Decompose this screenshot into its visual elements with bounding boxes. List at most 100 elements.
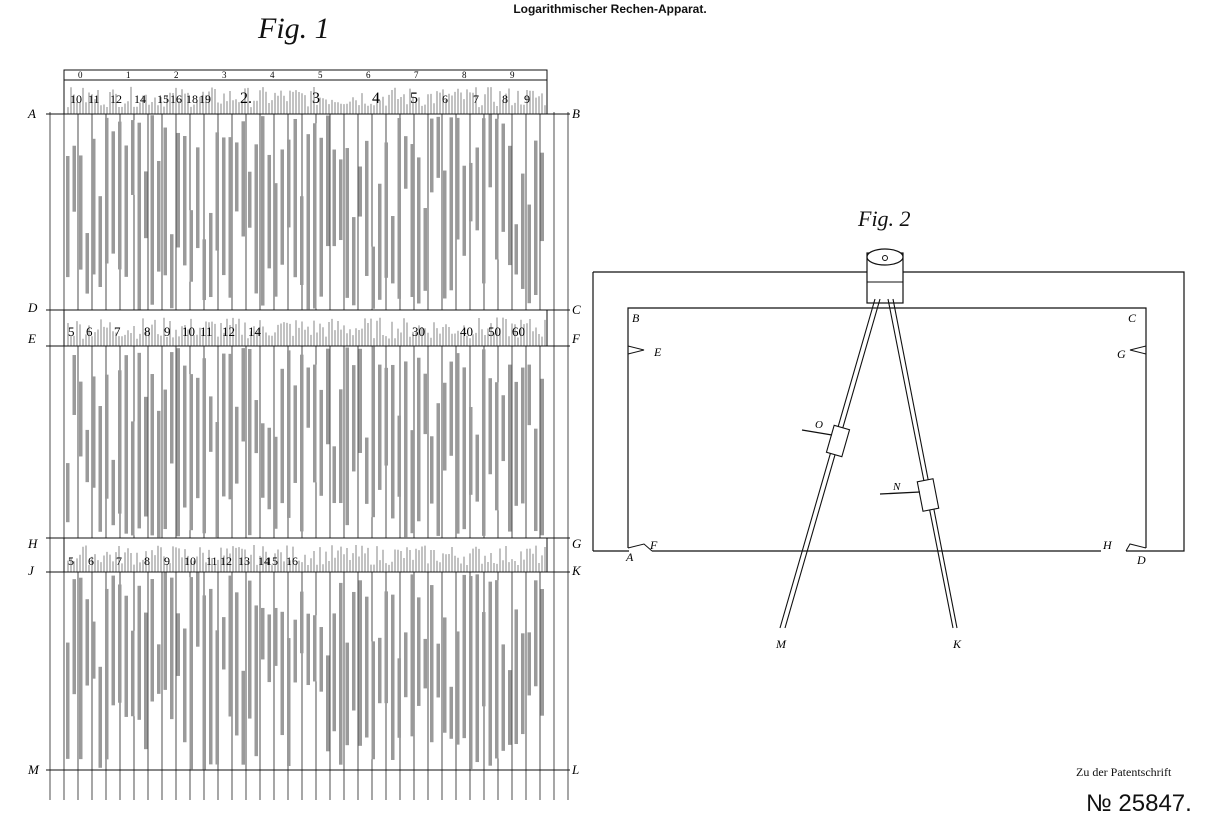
fig1-scale-bar <box>287 638 291 767</box>
fig1-scale-bar <box>469 407 473 495</box>
fig1-band1-label: 19 <box>199 92 211 106</box>
fig1-scale-bar <box>397 118 401 299</box>
fig1-scale-bar <box>371 641 375 760</box>
fig1-band2-label: 30 <box>412 324 425 339</box>
fig1-scale-bar <box>111 131 115 254</box>
fig1-band1-label: 3 <box>312 90 320 107</box>
fig1-scale-bar <box>495 580 499 759</box>
compass-head-top <box>866 248 904 266</box>
fig1-band3-label: 11 <box>206 554 218 568</box>
fig1-scale-bar <box>436 116 440 178</box>
fig1-scale-bar <box>176 613 180 676</box>
fig1-scale-bar <box>215 630 219 765</box>
fig1-letter-C: C <box>572 302 581 317</box>
fig1-band1-label: 6 <box>442 92 448 106</box>
fig1-scale-bar <box>326 115 330 247</box>
fig1-band1-label: 18 <box>186 92 198 106</box>
fig1-top-ruler-number: 1 <box>126 70 131 80</box>
fig1-top-ruler-number: 2 <box>174 70 179 80</box>
fig1-band2-label: 10 <box>182 324 195 339</box>
fig1-scale-bar <box>274 183 278 297</box>
fig1-scale-bar <box>449 686 453 739</box>
fig1-scale-bar <box>144 171 148 239</box>
figure-2-frame-and-compass: B C E G A F H D O N M K <box>592 248 1185 651</box>
fig1-scale-bar <box>202 239 206 301</box>
fig1-band3-label: 15 <box>266 554 278 568</box>
fig1-band2-label: 12 <box>222 324 235 339</box>
fig1-scale-bar <box>241 121 245 237</box>
fig1-scale-bar <box>189 210 193 282</box>
fig1-band2-label: 5 <box>68 324 75 339</box>
fig1-scale-bar <box>397 415 401 497</box>
fig1-scale-bar <box>105 117 109 264</box>
fig1-scale-bar <box>157 644 161 694</box>
fig1-scale-bar <box>105 374 109 499</box>
fig1-scale-bar <box>300 591 304 654</box>
fig1-scale-bar <box>384 367 388 466</box>
fig1-scale-bar <box>391 216 395 284</box>
fig1-scale-bar <box>170 234 174 309</box>
fig1-scale-bar <box>534 580 538 687</box>
fig2-letter-B: B <box>632 311 640 325</box>
fig1-scale-bar <box>521 367 525 504</box>
fig1-band-3 <box>63 537 548 573</box>
fig1-scale-bar <box>209 588 213 765</box>
compass-pivot <box>882 255 888 261</box>
fig1-scale-bar <box>105 588 109 760</box>
fig1-scale-bar <box>469 162 473 222</box>
fig1-scale-bar <box>488 581 492 766</box>
fig1-scale-bar <box>521 173 525 289</box>
fig1-scale-bar <box>144 612 148 750</box>
fig1-scale-bar <box>475 147 479 231</box>
fig1-band1-label: 10 <box>70 92 82 106</box>
fig1-scale-bar <box>118 121 122 270</box>
fig1-scale-bar <box>92 138 96 275</box>
fig1-scale-bar <box>209 396 213 452</box>
fig1-scale-bar <box>430 436 434 504</box>
fig1-scale-bar <box>248 349 252 536</box>
fig1-scale-bar <box>534 140 538 295</box>
fig1-scale-bar <box>384 591 388 704</box>
fig1-scale-bar <box>124 595 128 717</box>
fig2-notch-right-bottom <box>1125 543 1147 552</box>
fig1-scale-bar <box>326 655 330 752</box>
fig1-scale-bar <box>72 145 76 212</box>
fig1-scale-bar <box>196 147 200 249</box>
fig1-scale-bar <box>157 160 161 272</box>
patent-caption: Zu der Patentschrift <box>1076 765 1172 779</box>
fig1-scale-bar <box>352 217 356 306</box>
figure-2-label: Fig. 2 <box>858 206 911 231</box>
fig1-scale-bar <box>241 348 245 442</box>
fig1-band1-label: 16 <box>170 92 182 106</box>
fig1-scale-bar <box>131 421 135 536</box>
fig1-letter-J: J <box>28 563 35 578</box>
fig1-scale-bar <box>228 575 232 717</box>
fig1-scale-bar <box>183 628 187 743</box>
fig1-scale-bar <box>339 389 343 504</box>
fig1-scale-bar <box>313 364 317 483</box>
fig1-scale-bar <box>482 612 486 707</box>
fig1-band3-label: 13 <box>238 554 250 568</box>
fig1-scale-bar <box>319 627 323 692</box>
fig1-scale-bar <box>254 400 258 454</box>
fig1-scale-bar <box>235 592 239 736</box>
fig1-letter-H: H <box>27 536 38 551</box>
fig1-scale-bar <box>66 642 70 759</box>
fig1-scale-bar <box>417 597 421 706</box>
fig1-scale-bar <box>313 615 317 682</box>
fig1-scale-bar <box>514 224 518 275</box>
fig1-scale-bar <box>196 377 200 499</box>
fig1-scale-bar <box>475 574 479 763</box>
fig1-band1-label: 9 <box>524 92 530 106</box>
fig1-scale-bar <box>332 446 336 504</box>
fig1-top-ruler-number: 7 <box>414 70 419 80</box>
fig1-scale-bar <box>72 355 76 415</box>
fig1-scale-bar <box>352 365 356 472</box>
fig1-scale-bar <box>137 585 141 720</box>
fig1-scale-bar <box>254 605 258 757</box>
fig1-top-ruler-number: 4 <box>270 70 275 80</box>
fig1-scale-bar <box>131 120 135 195</box>
fig1-scale-bar <box>319 389 323 496</box>
fig1-scale-bar <box>202 595 206 770</box>
fig1-scale-bar <box>72 579 76 695</box>
